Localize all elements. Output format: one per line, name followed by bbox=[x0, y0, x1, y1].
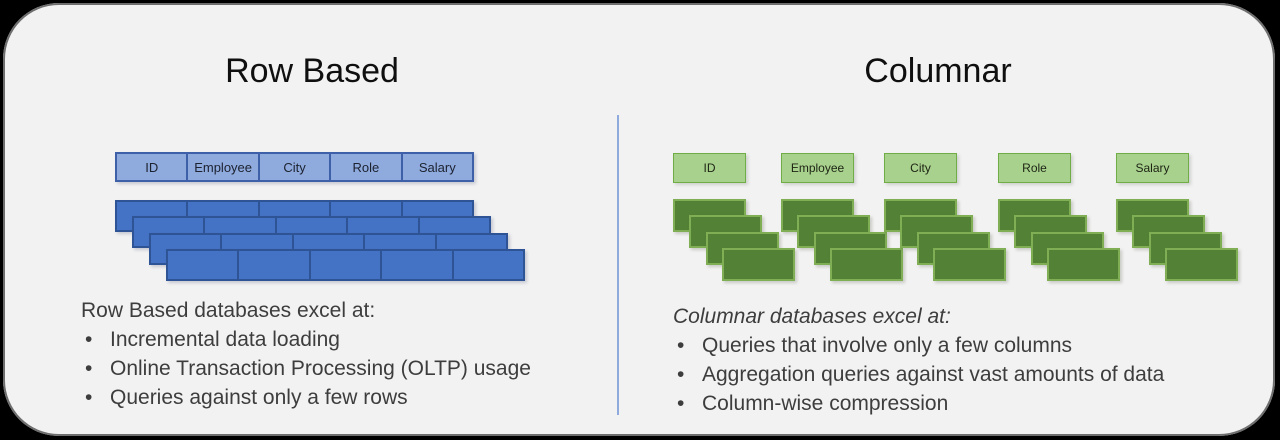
bullet-icon: • bbox=[85, 328, 93, 351]
bullet-text: Queries that involve only a few columns bbox=[702, 334, 1073, 357]
row-based-text-block: Row Based databases excel at: • Incremen… bbox=[81, 296, 621, 412]
column-header-cell: ID bbox=[673, 153, 746, 183]
table-header-cell: ID bbox=[117, 154, 187, 180]
bullet-text: Queries against only a few rows bbox=[110, 386, 408, 409]
row-based-title: Row Based bbox=[225, 52, 399, 90]
column-data-block bbox=[1047, 247, 1121, 281]
column-data-block bbox=[1165, 247, 1239, 281]
table-header-cell: Employee bbox=[186, 154, 258, 180]
bullet-icon: • bbox=[677, 392, 685, 415]
row-based-heading: Row Based databases excel at: bbox=[81, 299, 376, 322]
row-based-bullet-list: • Incremental data loading • Online Tran… bbox=[81, 325, 621, 412]
data-row bbox=[166, 248, 525, 281]
bullet-text: Incremental data loading bbox=[110, 328, 340, 351]
section-divider bbox=[617, 115, 619, 415]
bullet-icon: • bbox=[677, 334, 685, 357]
bullet-text: Online Transaction Processing (OLTP) usa… bbox=[110, 357, 531, 380]
bullet-icon: • bbox=[677, 363, 685, 386]
data-row-cell bbox=[168, 250, 238, 279]
column-data-block bbox=[830, 247, 904, 281]
list-item: • Online Transaction Processing (OLTP) u… bbox=[81, 354, 621, 383]
column-header-cell: Employee bbox=[781, 153, 854, 183]
columnar-title: Columnar bbox=[864, 52, 1012, 90]
table-header-cell: City bbox=[257, 154, 330, 180]
table-header-cell: Salary bbox=[400, 154, 473, 180]
data-row-cell bbox=[451, 250, 524, 279]
bullet-icon: • bbox=[85, 357, 93, 380]
column-data-block bbox=[722, 247, 796, 281]
list-item: • Queries against only a few rows bbox=[81, 383, 621, 412]
column-header-cell: City bbox=[884, 153, 957, 183]
columnar-heading: Columnar databases excel at: bbox=[673, 305, 951, 328]
bullet-text: Aggregation queries against vast amounts… bbox=[702, 363, 1165, 386]
table-header-cell: Role bbox=[329, 154, 401, 180]
columnar-text-block: Columnar databases excel at: • Queries t… bbox=[673, 302, 1273, 418]
data-row-cell bbox=[308, 250, 381, 279]
bullet-icon: • bbox=[85, 386, 93, 409]
data-row-cell bbox=[380, 250, 452, 279]
data-row-cell bbox=[237, 250, 309, 279]
list-item: • Incremental data loading bbox=[81, 325, 621, 354]
list-item: • Column-wise compression bbox=[673, 389, 1273, 418]
columnar-bullet-list: • Queries that involve only a few column… bbox=[673, 331, 1273, 418]
list-item: • Queries that involve only a few column… bbox=[673, 331, 1273, 360]
columnar-section: Columnar ID Employee City Role Salary Column… bbox=[621, 3, 1275, 436]
column-data-block bbox=[933, 247, 1007, 281]
column-header-cell: Salary bbox=[1116, 153, 1189, 183]
column-header-cell: Role bbox=[998, 153, 1071, 183]
list-item: • Aggregation queries against vast amoun… bbox=[673, 360, 1273, 389]
bullet-text: Column-wise compression bbox=[702, 392, 949, 415]
